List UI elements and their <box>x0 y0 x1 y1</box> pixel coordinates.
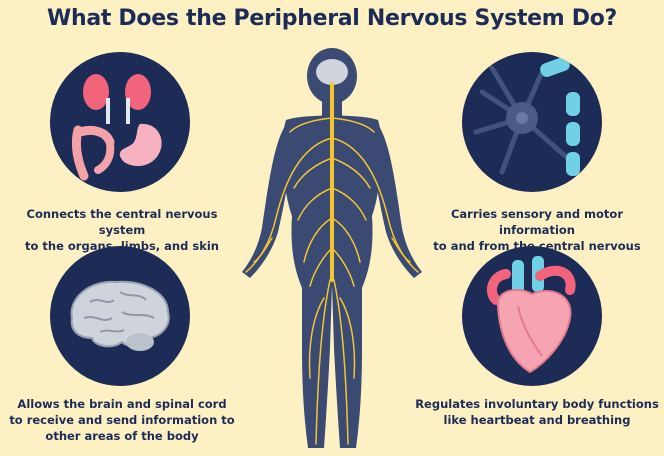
caption-line: Allows the brain and spinal cord <box>17 397 227 411</box>
caption-line: Regulates involuntary body functions <box>415 397 659 411</box>
diagram-title: What Does the Peripheral Nervous System … <box>46 6 617 31</box>
caption-line: to receive and send information to <box>9 413 235 427</box>
human-body-figure <box>242 48 422 448</box>
neuron-illustration <box>462 52 602 192</box>
neuron-icon <box>473 56 580 176</box>
heart-icon <box>486 256 576 374</box>
caption-line: like heartbeat and breathing <box>443 413 631 427</box>
organs-icon <box>71 74 162 181</box>
caption-line: other areas of the body <box>45 429 199 443</box>
brain-icon <box>70 280 170 351</box>
caption-bottom-left: Allows the brain and spinal cord to rece… <box>4 396 240 444</box>
caption-bottom-right: Regulates involuntary body functions lik… <box>414 396 660 428</box>
organs-illustration <box>50 52 190 192</box>
caption-line: Carries sensory and motor information <box>450 207 624 237</box>
brain-illustration <box>50 246 190 386</box>
heart-illustration <box>462 246 602 386</box>
caption-line: Connects the central nervous system <box>26 207 218 237</box>
